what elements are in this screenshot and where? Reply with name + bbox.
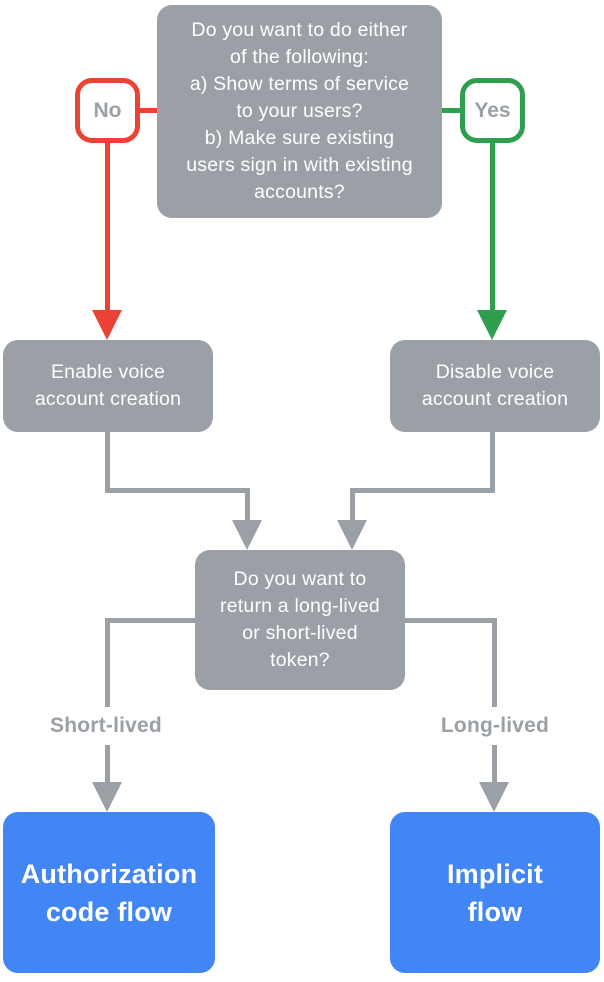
no-branch-arrowhead-icon [92,310,122,340]
long-lived-branch-vertical-line [492,618,497,782]
question-node-terms-of-service: Do you want to do either of the followin… [157,5,442,218]
question-node-token-lifetime: Do you want to return a long-lived or sh… [195,550,405,690]
yes-branch-horizontal-line [442,108,460,113]
short-lived-branch-vertical-line [105,618,110,782]
enable-to-question2-horizontal-line [105,488,250,493]
long-lived-branch-arrowhead-icon [479,782,509,812]
no-branch-horizontal-line [140,108,157,113]
enable-voice-account-creation-node: Enable voice account creation [3,340,213,432]
yes-branch-vertical-line [490,143,495,311]
no-badge: No [75,78,140,143]
enable-to-question2-drop-line [245,488,250,522]
disable-to-question2-horizontal-line [350,488,495,493]
short-lived-branch-horizontal-line [105,618,195,623]
short-lived-branch-arrowhead-icon [92,782,122,812]
short-lived-branch-label: Short-lived [20,707,192,745]
enable-to-question2-arrowhead-icon [232,520,262,550]
authorization-code-flow-node: Authorization code flow [3,812,215,973]
enable-to-question2-vertical-line [105,432,110,493]
long-lived-branch-label: Long-lived [410,707,580,745]
disable-to-question2-drop-line [350,488,355,522]
no-branch-vertical-line [105,143,110,311]
implicit-flow-node: Implicit flow [390,812,600,973]
disable-voice-account-creation-node: Disable voice account creation [390,340,600,432]
yes-badge: Yes [460,78,525,143]
disable-to-question2-vertical-line [490,432,495,493]
yes-branch-arrowhead-icon [477,310,507,340]
disable-to-question2-arrowhead-icon [337,520,367,550]
long-lived-branch-horizontal-line [405,618,497,623]
